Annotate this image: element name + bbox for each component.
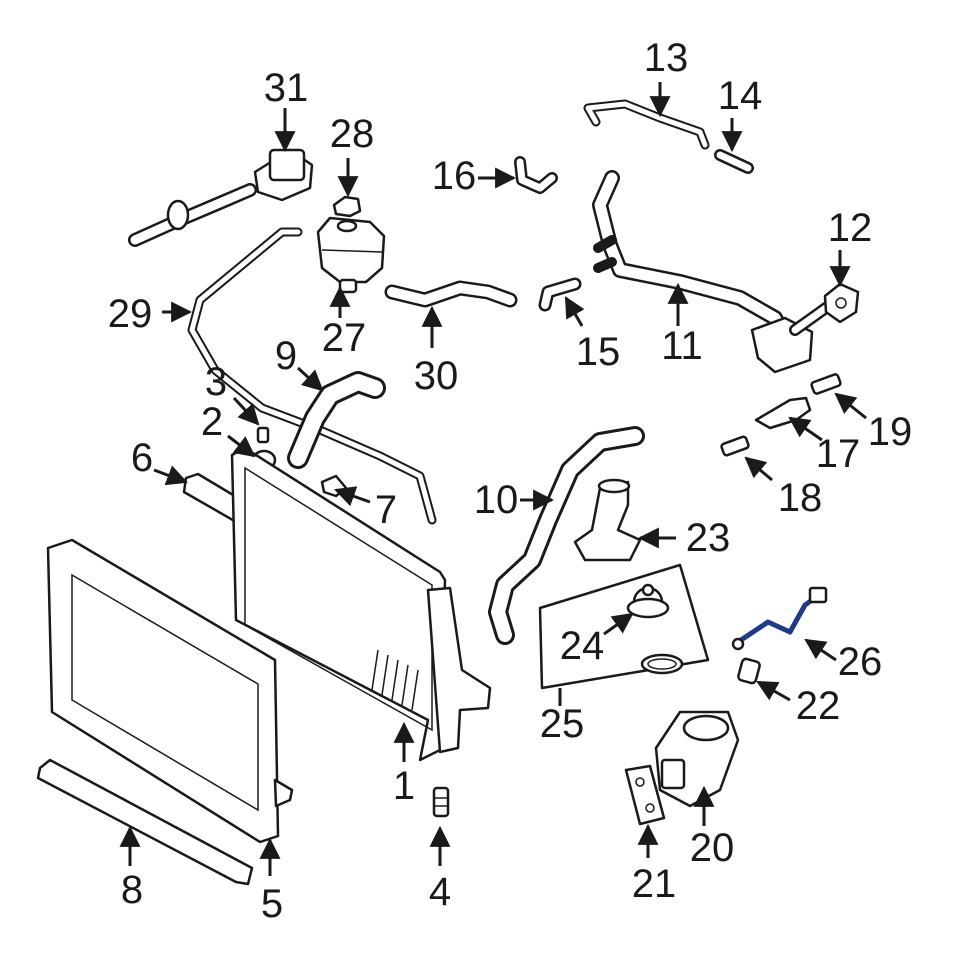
part-23-thermostat-housing: [573, 478, 642, 562]
callout-12: 12: [828, 206, 873, 250]
part-12-gasket: [823, 282, 860, 324]
part-1-radiator: [230, 446, 492, 762]
callout-8: 8: [121, 868, 143, 912]
callout-13: 13: [644, 36, 689, 80]
leader-24: [603, 612, 634, 636]
callout-26: 26: [838, 640, 883, 684]
callout-27: 27: [322, 316, 367, 360]
part-16-bent-hose: [514, 156, 558, 194]
callout-18: 18: [778, 476, 823, 520]
part-20-water-pump-housing: [654, 710, 740, 808]
part-14-short-hose: [714, 149, 754, 174]
leader-7: [334, 486, 371, 507]
leader-17: [788, 416, 823, 442]
callout-17: 17: [816, 432, 861, 476]
part-22-sensor: [737, 657, 761, 685]
callout-7: 7: [375, 488, 397, 532]
part-26-sensor-wire: [731, 586, 828, 651]
part-9-upper-hose: [287, 371, 386, 469]
radiator-fins: [371, 649, 419, 711]
callout-5: 5: [261, 882, 283, 926]
callout-4: 4: [429, 870, 451, 914]
part-24-seal-ring: [640, 653, 684, 675]
part-24-thermostat: [626, 583, 670, 619]
callout-20: 20: [690, 826, 735, 870]
part-18-sensor: [720, 435, 750, 457]
leader-22: [756, 680, 791, 702]
callout-15: 15: [576, 330, 621, 374]
callout-9: 9: [275, 334, 297, 378]
callout-arrows: [119, 82, 867, 876]
part-15-elbow: [538, 277, 582, 312]
callout-29: 29: [108, 292, 153, 336]
part-19-sensor: [810, 373, 842, 395]
part-31-sensor-harness: [128, 148, 314, 247]
callout-30: 30: [414, 354, 459, 398]
callout-21: 21: [632, 862, 677, 906]
callout-11: 11: [661, 324, 703, 368]
part-28-reservoir-cap: [332, 195, 362, 218]
callout-14: 14: [718, 74, 763, 118]
callout-19: 19: [868, 410, 913, 454]
part-11-pipe-assembly: [592, 170, 836, 374]
leader-18: [744, 456, 773, 482]
part-17-sensor: [754, 396, 812, 430]
part-10-lower-hose: [488, 426, 645, 645]
callout-16: 16: [432, 154, 477, 198]
part-3-bolt: [256, 426, 270, 444]
leader-19: [834, 392, 867, 420]
leader-3: [232, 396, 260, 426]
leader-6: [153, 465, 188, 486]
callout-22: 22: [796, 684, 841, 728]
part-30-hose: [384, 280, 518, 308]
callout-31: 31: [264, 66, 309, 110]
leader-2: [227, 434, 256, 458]
part-8-lower-bar: [36, 758, 254, 886]
leader-15: [564, 296, 585, 327]
leader-9: [296, 366, 324, 392]
part-21-gasket: [624, 764, 666, 826]
part-27-expansion-tank: [316, 216, 386, 294]
callout-3: 3: [205, 360, 227, 404]
callout-1: 1: [393, 764, 415, 808]
part-5-condenser: [46, 538, 294, 844]
callout-10: 10: [474, 478, 519, 522]
part-4-drain-plug: [432, 786, 450, 818]
leader-26: [804, 638, 837, 662]
callout-6: 6: [131, 436, 153, 480]
part-13-small-pipe: [583, 99, 710, 150]
callout-23: 23: [686, 516, 731, 560]
callout-24: 24: [560, 624, 605, 668]
callout-25: 25: [540, 702, 585, 746]
callout-numbers: 31 28 27 29 30 16 13 14 12 15 11 9 3 2 6…: [108, 36, 913, 926]
callout-28: 28: [330, 112, 375, 156]
callout-2: 2: [201, 400, 223, 444]
part-29-coolant-pipe: [187, 227, 437, 525]
